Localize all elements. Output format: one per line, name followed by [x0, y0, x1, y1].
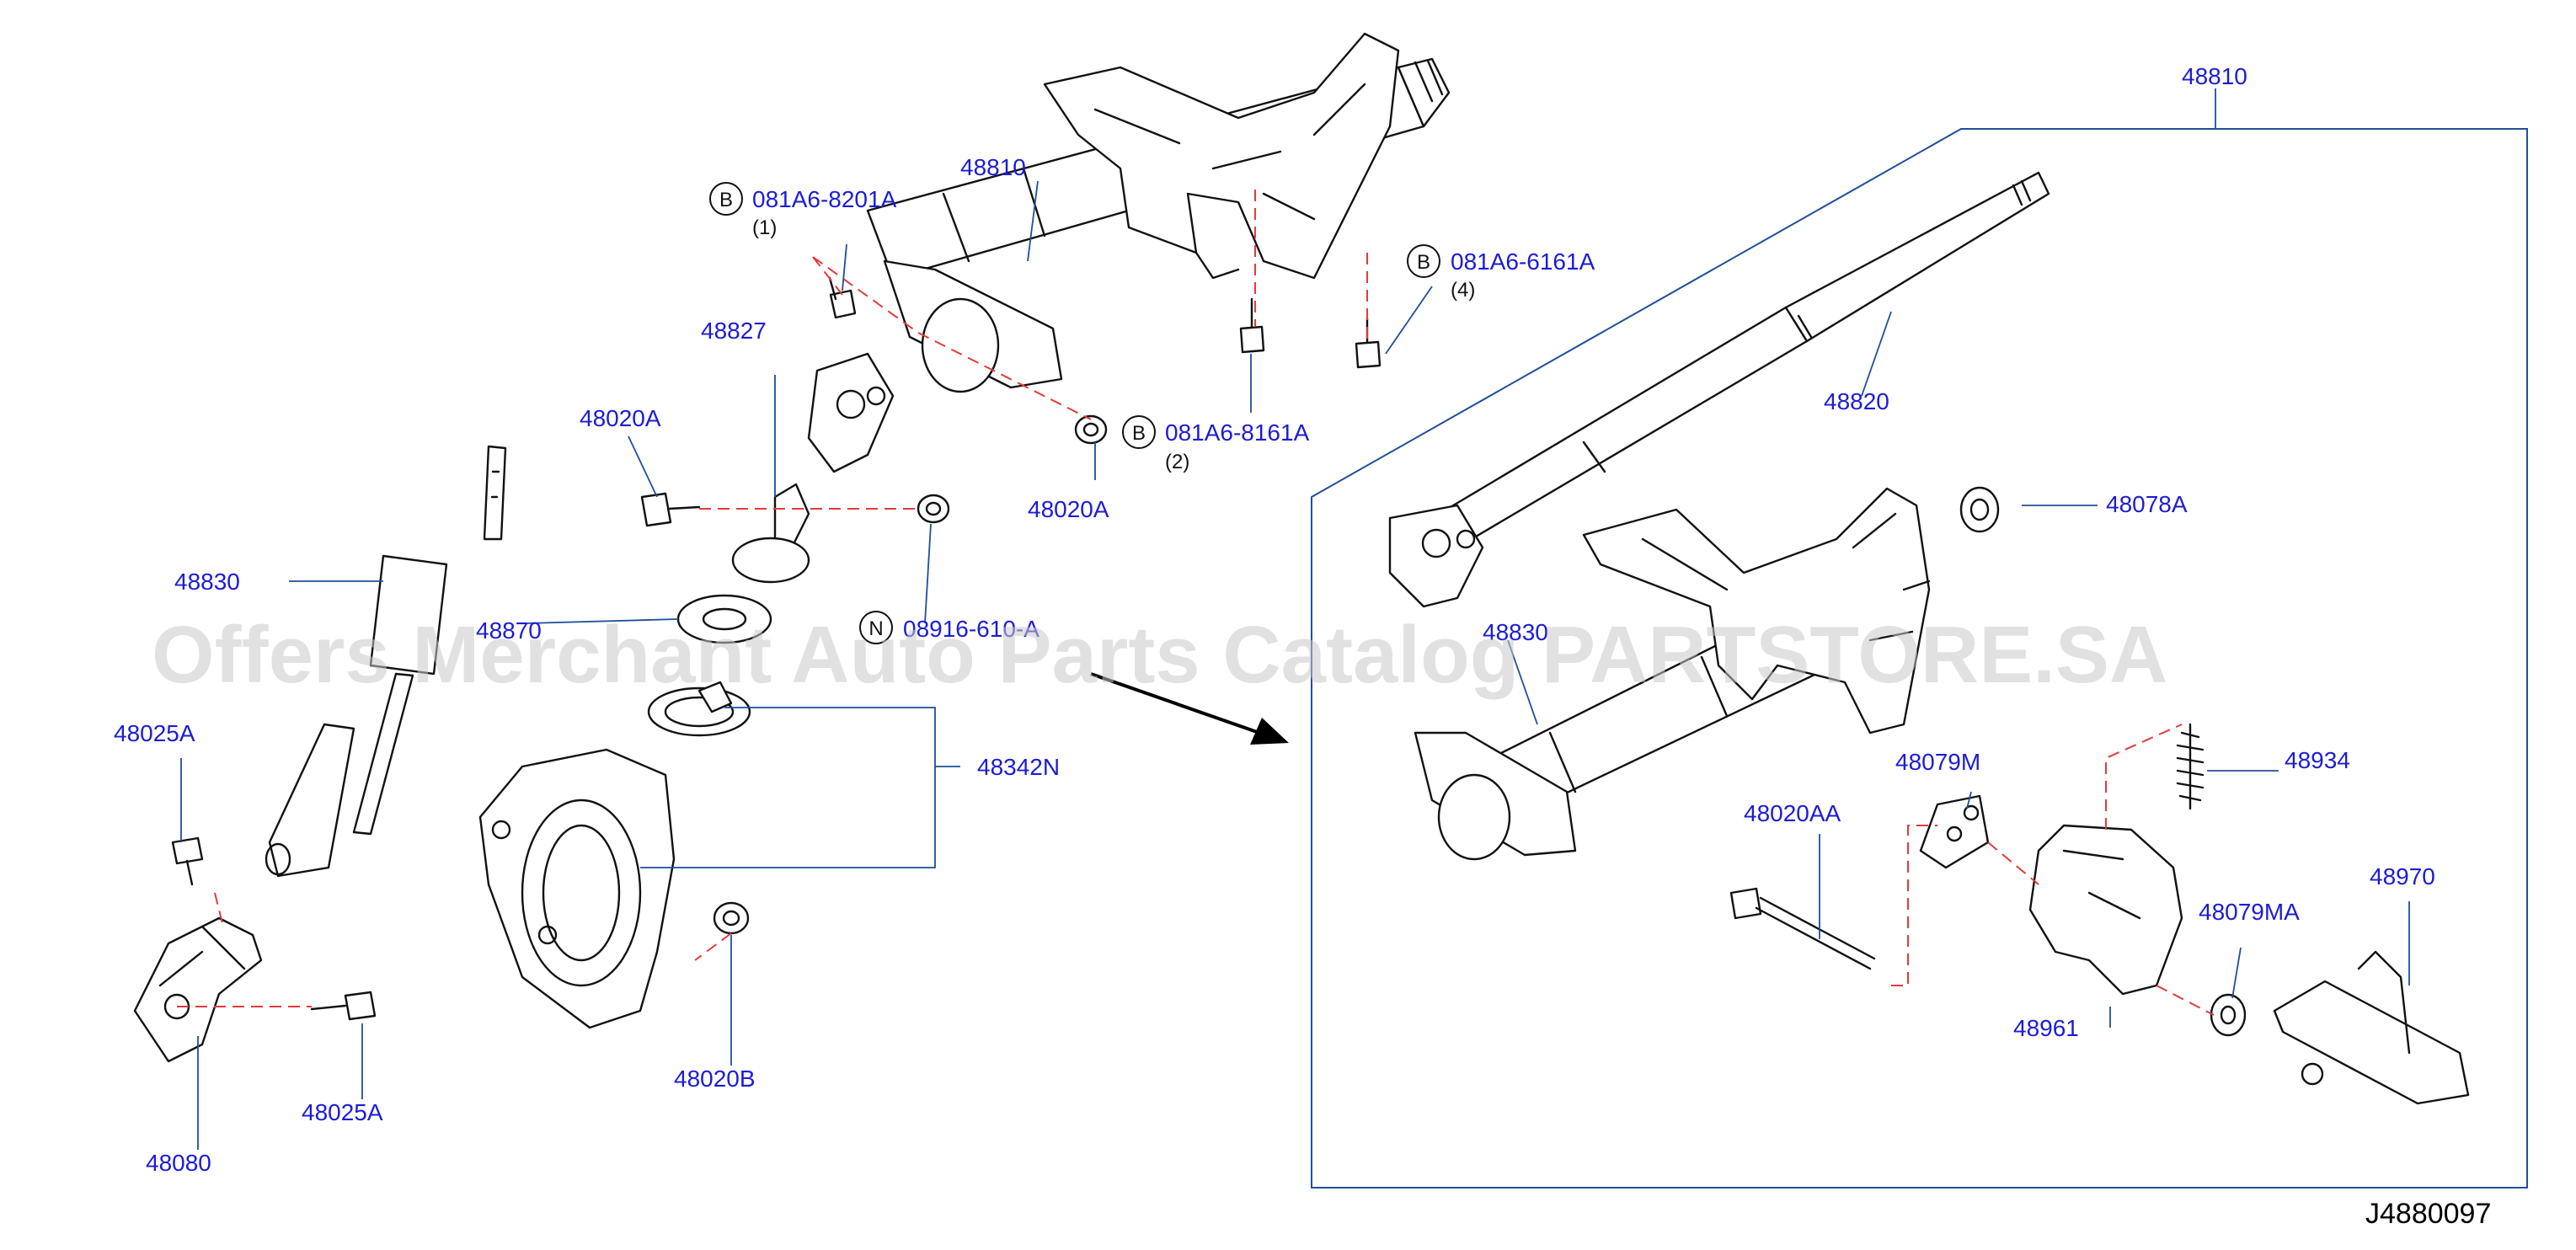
watermark: Offers Merchant Auto Parts Catalog PARTS…	[152, 610, 2167, 700]
nut-48020A-mid	[1074, 414, 1108, 445]
callout-081A6-8201A: B 081A6-8201A (1)	[709, 182, 897, 239]
detail-arrow	[1090, 672, 1289, 745]
label-48079MA: 48079MA	[2199, 899, 2300, 925]
callout-code: 081A6-6161A	[1451, 248, 1595, 275]
bolt-48020AA	[1729, 887, 1876, 970]
label-48020A-left: 48020A	[580, 405, 661, 431]
callout-badge: B	[719, 189, 733, 211]
bolt-081A6-8201A	[828, 276, 857, 319]
label-48020B: 48020B	[674, 1066, 756, 1092]
label-48830-right: 48830	[1483, 619, 1548, 645]
label-48810-main: 48810	[960, 154, 1026, 180]
diagram-id: J4880097	[2365, 1198, 2491, 1230]
intermediate-shaft	[265, 445, 507, 878]
bolt-48020A	[640, 492, 701, 527]
lower-joint	[133, 916, 263, 1063]
label-48830-left: 48830	[174, 569, 240, 595]
label-48870: 48870	[476, 617, 542, 644]
bolt-48025A-upper	[171, 836, 204, 886]
callout-081A6-6161A: B 081A6-6161A (4)	[1407, 244, 1595, 302]
washer-48079MA	[2210, 993, 2247, 1037]
label-48934: 48934	[2285, 747, 2350, 773]
label-48827: 48827	[701, 318, 767, 344]
label-48020AA: 48020AA	[1744, 800, 1841, 826]
label-48020A-mid: 48020A	[1028, 496, 1109, 522]
callout-code: 08916-610-A	[903, 616, 1039, 642]
label-48810-top: 48810	[2182, 63, 2247, 89]
lever-48970	[2273, 950, 2470, 1105]
callout-qty: (1)	[752, 216, 777, 239]
cover-48870	[676, 594, 772, 644]
spring-48934	[2176, 723, 2205, 810]
callout-code: 081A6-8161A	[1165, 419, 1310, 446]
column-tube-detail	[1414, 487, 1931, 861]
bolt-48025A-lower	[310, 991, 377, 1021]
label-48080: 48080	[146, 1150, 211, 1176]
steering-shaft	[1388, 171, 2050, 608]
callout-qty: (2)	[1165, 451, 1189, 473]
leader-lines	[180, 88, 2410, 1150]
detail-frame	[1311, 128, 2528, 1189]
callout-qty: (4)	[1451, 279, 1475, 302]
label-48820: 48820	[1824, 388, 1889, 414]
bolt-081A6-6161A	[1355, 317, 1382, 369]
seal-housing	[478, 748, 676, 1029]
bolt-081A6-8161A	[1239, 297, 1265, 354]
assembly-lines-right	[1891, 724, 2215, 1016]
label-48079M: 48079M	[1895, 749, 1980, 775]
label-48342N: 48342N	[977, 754, 1060, 780]
seal-clamp	[647, 681, 751, 737]
bracket-48961	[2028, 824, 2183, 996]
label-48078A: 48078A	[2106, 491, 2188, 517]
label-48970: 48970	[2370, 863, 2435, 889]
label-48961: 48961	[2013, 1015, 2079, 1041]
callout-badge: B	[1132, 422, 1146, 445]
callout-081A6-8161A: B 081A6-8161A (2)	[1122, 415, 1310, 473]
tilt-lever	[731, 483, 810, 584]
callout-badge: B	[1417, 251, 1430, 274]
plate-48079M	[1919, 794, 1990, 869]
assembly-lines-left	[177, 190, 1368, 1007]
nut-48020B	[713, 901, 750, 935]
nut-48020A-left	[917, 494, 950, 524]
callout-08916-610-A: N 08916-610-A	[859, 611, 1039, 644]
nut-48078A	[1959, 486, 2000, 533]
label-48025A-bottom: 48025A	[302, 1099, 383, 1125]
steering-column-assembly	[807, 32, 1451, 473]
label-48025A-top: 48025A	[114, 720, 195, 746]
callout-badge: N	[868, 617, 883, 640]
callout-code: 081A6-8201A	[752, 186, 897, 212]
